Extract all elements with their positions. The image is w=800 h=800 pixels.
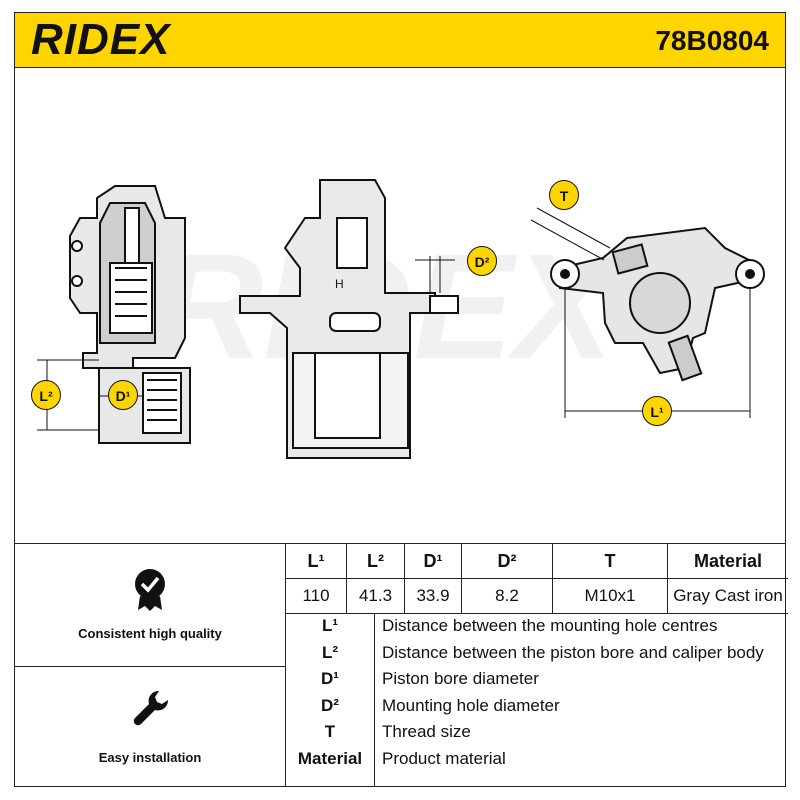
legend-text: Product material	[382, 748, 506, 768]
technical-drawing: RIDEX	[14, 68, 786, 543]
spec-header-l1: L¹	[286, 544, 347, 579]
caliper-section-view	[69, 185, 191, 444]
caliper-front-view: H	[239, 179, 459, 459]
caliper-drawing-svg: RIDEX	[37, 179, 765, 459]
brand-logo: RIDEX	[31, 15, 171, 64]
spec-value-l2: 41.3	[346, 578, 405, 614]
caliper-top-view	[550, 226, 765, 382]
feature-installation-label: Easy installation	[98, 750, 202, 765]
feature-installation: Easy installation	[15, 666, 285, 786]
spec-header-material: Material	[667, 544, 788, 579]
spec-value-l1: 110	[286, 578, 347, 614]
legend-row: T Thread size	[286, 719, 788, 746]
legend-list: L¹ Distance between the mounting hole cen…	[286, 613, 788, 773]
legend-row: L¹ Distance between the mounting hole cen…	[286, 613, 788, 640]
legend-divider	[374, 613, 375, 787]
spec-value-d1: 33.9	[404, 578, 462, 614]
feature-quality-label: Consistent high quality	[78, 626, 222, 641]
spec-value-t: M10x1	[552, 578, 668, 614]
feature-quality: Consistent high quality	[15, 544, 285, 667]
spec-header-t: T	[552, 544, 668, 579]
legend-text: Piston bore diameter	[382, 669, 539, 689]
legend-key: L¹	[321, 616, 339, 635]
legend-row: L² Distance between the piston bore and c…	[286, 640, 788, 667]
legend-text: Mounting hole diameter	[382, 695, 560, 715]
legend-text: Distance between the piston bore and cal…	[382, 642, 764, 662]
legend-row: D¹ Piston bore diameter	[286, 666, 788, 693]
spec-header-row: L¹ L² D¹ D² T Material	[286, 544, 788, 579]
spec-header-d1: D¹	[404, 544, 462, 579]
legend-text: Thread size	[382, 722, 471, 742]
spec-table: L¹ L² D¹ D² T Material 110 41.3 33.9 8.2…	[286, 544, 788, 614]
legend-key: D¹	[321, 669, 339, 689]
header-bar: RIDEX 78B0804	[14, 12, 786, 68]
spec-header-d2: D²	[461, 544, 553, 579]
legend-row: D² Mounting hole diameter	[286, 693, 788, 720]
spec-header-l2: L²	[346, 544, 405, 579]
spec-value-d2: 8.2	[461, 578, 553, 614]
dim-label-d1: D¹	[108, 380, 138, 410]
legend-key: L²	[321, 642, 339, 662]
dim-label-l1: L¹	[642, 396, 672, 426]
l1-dimension-lines	[530, 207, 751, 418]
wrench-icon	[133, 690, 169, 726]
legend-text: Distance between the mounting hole centr…	[382, 616, 718, 635]
legend-key: T	[324, 722, 336, 742]
legend-key: D²	[321, 695, 339, 715]
svg-text:H: H	[335, 277, 344, 291]
d2-dimension-lines	[415, 256, 455, 293]
dim-label-d2: D²	[467, 246, 497, 276]
part-number: 78B0804	[655, 25, 769, 56]
spec-section: Consistent high quality Easy installatio…	[14, 543, 788, 787]
quality-badge-icon	[135, 569, 165, 611]
legend-row: Material Product material	[286, 746, 788, 773]
dim-label-t: T	[549, 180, 579, 210]
spec-table-area: L¹ L² D¹ D² T Material 110 41.3 33.9 8.2…	[285, 544, 788, 787]
spec-value-row: 110 41.3 33.9 8.2 M10x1 Gray Cast iron	[286, 578, 788, 614]
legend-key: Material	[297, 748, 363, 768]
spec-value-material: Gray Cast iron	[667, 578, 788, 614]
dim-label-l2: L²	[31, 380, 61, 410]
